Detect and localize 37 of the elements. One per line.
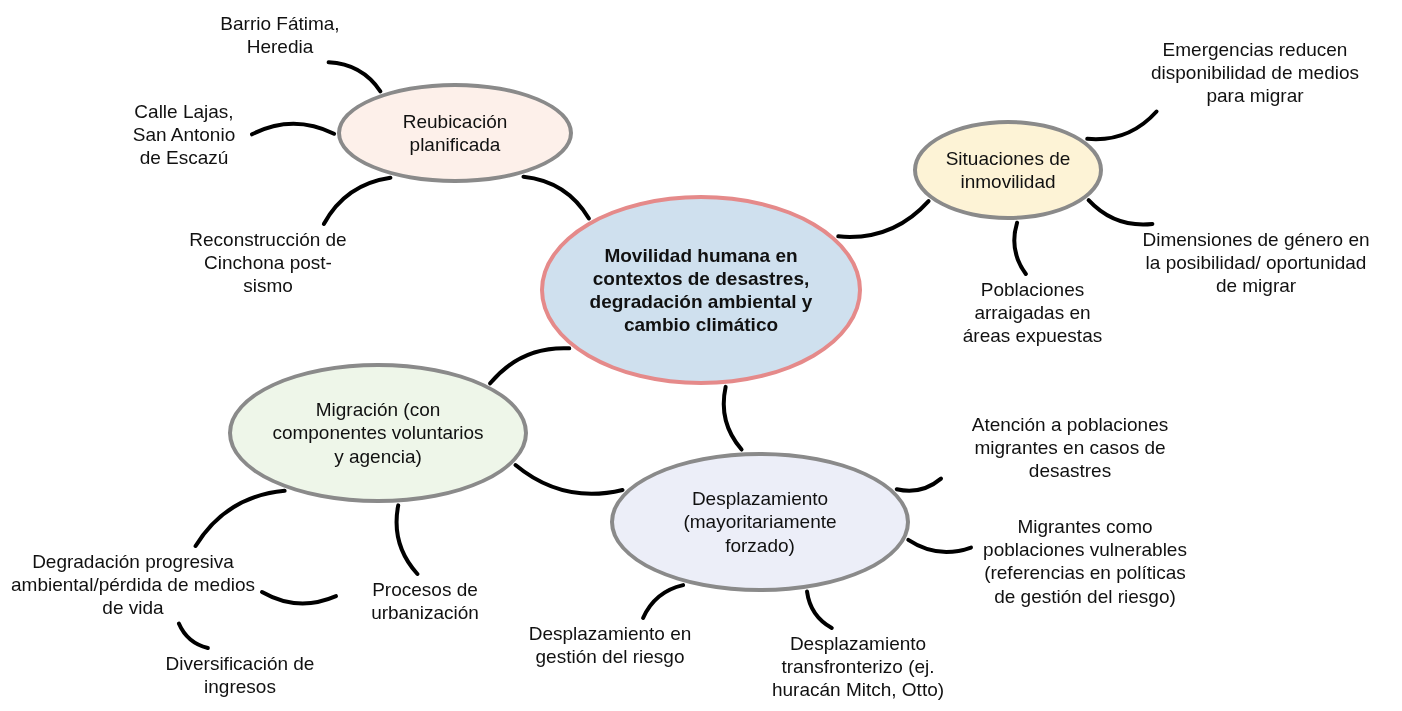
connector-arc (906, 537, 973, 554)
connector-arc (260, 590, 338, 606)
topic-text: Desplazamiento transfronterizo (ej. huracán Mitch, Otto) (750, 632, 966, 702)
topic-text: Migrantes como poblaciones vulnerables (referencias en políticas de gestión del riesgo) (975, 515, 1195, 608)
topic-text: Degradación progresiva ambiental/pérdida de medios de vida (8, 550, 258, 620)
topic-text: Emergencias reducen disponibilidad de medios para migrar (1140, 38, 1370, 108)
ellipse-label: Migración (con componentes voluntarios y agencia) (272, 398, 484, 468)
topic-text: Calle Lajas, San Antonio de Escazú (120, 100, 248, 170)
topic-text: Diversificación de ingresos (150, 652, 330, 699)
connector-arc (513, 463, 625, 496)
ellipse-label: Desplazamiento (mayoritariamente forzado) (682, 487, 838, 557)
connector-arc (176, 621, 210, 650)
ellipse-label: Situaciones de inmovilidad (944, 146, 1072, 194)
connector-arc (521, 174, 591, 221)
ellipse-label: Reubicación planificada (401, 109, 509, 157)
connector-arc (193, 488, 287, 548)
connector-arc (321, 175, 393, 226)
topic-text: Poblaciones arraigadas en áreas expuestas (955, 278, 1110, 348)
connector-arc (488, 346, 572, 386)
connector-arc (1012, 220, 1028, 276)
connector-arc (721, 384, 744, 452)
connector-arc (894, 476, 943, 493)
topic-text: Desplazamiento en gestión del riesgo (522, 622, 698, 669)
connector-arc (836, 199, 931, 239)
connector-arc (641, 583, 686, 620)
topic-text: Procesos de urbanización (340, 578, 510, 625)
connector-arc (394, 503, 420, 576)
topic-text: Atención a poblaciones migrantes en casos de desastres (945, 413, 1195, 483)
topic-text: Reconstrucción de Cinchona post-sismo (188, 228, 348, 298)
topic-text: Barrio Fátima, Heredia (195, 12, 365, 59)
connector-arc (250, 121, 336, 137)
ellipse-label: Movilidad humana en contextos de desastres, degradación ambiental y cambio climático (588, 243, 814, 337)
connector-arc (326, 60, 383, 94)
topic-text: Dimensiones de género en la posibilidad/ oportunidad de migrar (1140, 228, 1372, 298)
connector-arc (1085, 109, 1159, 142)
connector-arc (805, 589, 834, 630)
connector-arc (1086, 198, 1155, 227)
